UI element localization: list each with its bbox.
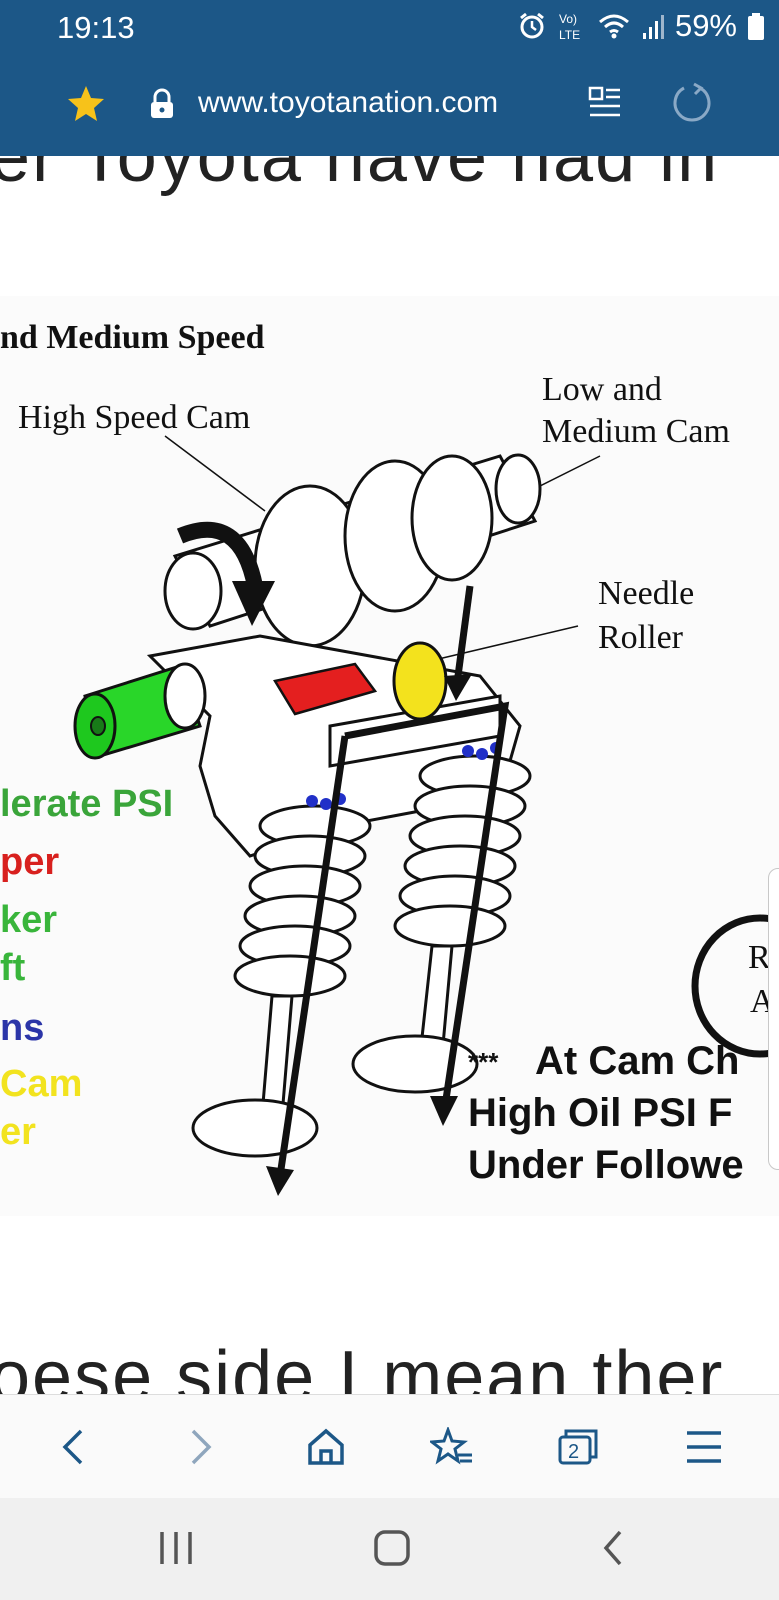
reload-icon[interactable] — [670, 82, 714, 126]
diagram-illustration: nd Medium Speed High Speed Cam Low and M… — [0, 319, 779, 1196]
system-navigation-bar — [0, 1498, 779, 1600]
yellow-needle-roller — [392, 641, 448, 721]
label-low-cam-2: Medium Cam — [542, 413, 730, 450]
back-system-icon[interactable] — [598, 1528, 628, 1568]
forward-button[interactable] — [172, 1419, 228, 1475]
volte-text-2: LTE — [559, 28, 580, 42]
tabs-icon: 2 — [558, 1429, 598, 1465]
oil-flow-arrows — [276, 585, 510, 1177]
legend-item-3: ker — [0, 899, 57, 941]
scroll-handle[interactable] — [768, 868, 779, 1170]
note-line-2: High Oil PSI F — [468, 1091, 732, 1135]
vvtl-diagram: nd Medium Speed High Speed Cam Low and M… — [0, 296, 779, 1216]
badge-text-1: R — [748, 939, 771, 976]
forward-arrow-icon — [191, 1429, 212, 1465]
status-time: 19:13 — [57, 10, 135, 45]
browser-toolbar: www.toyotanation.com — [0, 58, 779, 156]
valve-spring-left — [191, 804, 372, 1158]
note-stars: *** — [468, 1047, 499, 1077]
menu-button[interactable] — [676, 1419, 732, 1475]
legend-item-5: ns — [0, 1007, 44, 1049]
note-line-3: Under Followe — [468, 1143, 744, 1187]
status-icons: Vo) LTE 59% — [517, 8, 765, 44]
signal-icon — [642, 15, 664, 39]
legend-item-7: er — [0, 1111, 36, 1153]
camshaft — [163, 453, 542, 648]
legend-item-6: Cam — [0, 1063, 82, 1105]
label-needle-1: Needle — [598, 575, 694, 612]
wifi-icon — [598, 14, 629, 39]
home-system-icon[interactable] — [372, 1528, 412, 1568]
bookmarks-star-list-icon — [430, 1427, 472, 1465]
volte-text-1: Vo) — [559, 12, 577, 26]
tabs-count: 2 — [568, 1441, 579, 1463]
article-text-bottom: oese side I mean ther — [0, 1337, 725, 1394]
red-follower — [273, 662, 378, 716]
legend-item-4: ft — [0, 947, 26, 989]
legend-item-1: lerate PSI — [0, 783, 173, 825]
status-bar: 19:13 Vo) LTE 59% — [0, 0, 779, 58]
note-line-1: At Cam Ch — [535, 1039, 739, 1083]
rotation-arrow — [176, 521, 263, 588]
tabs-button[interactable]: 2 — [550, 1419, 606, 1475]
label-high-speed-cam: High Speed Cam — [18, 399, 250, 436]
bookmark-star-icon[interactable] — [66, 84, 106, 124]
browser-bottom-bar: 2 — [0, 1394, 779, 1499]
label-low-cam-1: Low and — [542, 371, 662, 408]
diagram-heading: nd Medium Speed — [0, 319, 265, 356]
recent-apps-icon[interactable] — [156, 1528, 196, 1568]
article-text-top: er Toyota have had in — [0, 156, 720, 197]
lock-icon — [151, 88, 173, 118]
volte-icon: Vo) LTE — [559, 12, 580, 42]
web-content: er Toyota have had in nd Medium Speed Hi… — [0, 156, 779, 1394]
alarm-icon — [520, 12, 544, 39]
home-icon — [308, 1428, 344, 1465]
back-arrow-icon — [62, 1429, 83, 1465]
back-button[interactable] — [46, 1419, 102, 1475]
battery-icon — [748, 13, 764, 40]
home-button[interactable] — [298, 1419, 354, 1475]
battery-percent: 59% — [674, 8, 737, 43]
hamburger-menu-icon — [687, 1431, 721, 1463]
legend-item-2: per — [0, 841, 59, 883]
url-text[interactable]: www.toyotanation.com — [198, 86, 499, 119]
badge-circle — [691, 914, 779, 1058]
reader-mode-icon[interactable] — [588, 85, 622, 121]
bookmarks-button[interactable] — [424, 1419, 480, 1475]
label-needle-2: Roller — [598, 619, 684, 656]
green-pin — [73, 662, 207, 760]
